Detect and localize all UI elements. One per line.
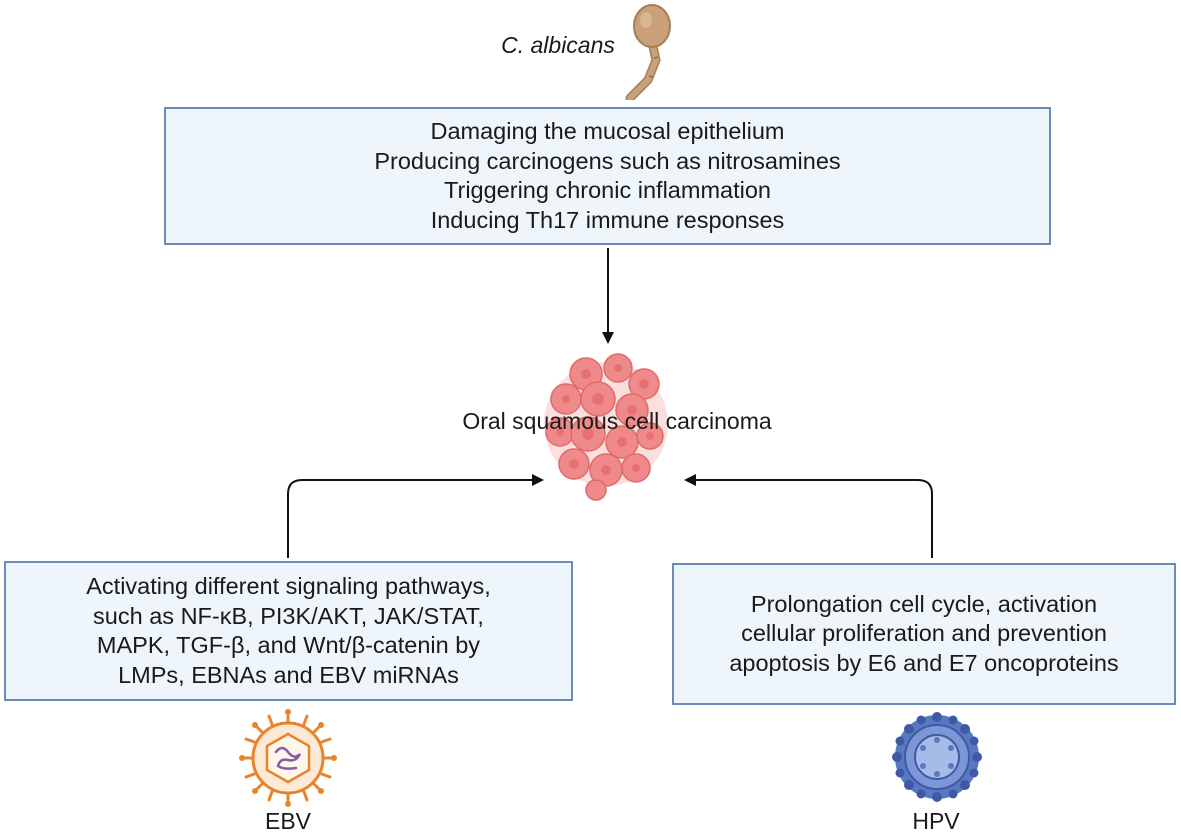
candida-effects-box: Damaging the mucosal epithelium Producin… [164,107,1051,245]
ebv-effect-line: MAPK, TGF-β, and Wnt/β-catenin by [96,632,481,658]
candida-label: C. albicans [501,32,615,58]
ebv-effect-line: such as NF-κB, PI3K/AKT, JAK/STAT, [93,602,484,629]
candida-hypha-icon [625,4,671,100]
hpv-label: HPV [912,808,960,834]
ebv-effects-box: Activating different signaling pathways,… [4,561,573,701]
hpv-effect-line: cellular proliferation and prevention [741,620,1107,647]
candida-effect-line: Inducing Th17 immune responses [430,206,785,233]
arrow-ebv-to-oscc [287,474,544,558]
oscc-label: Oral squamous cell carcinoma [462,408,772,434]
candida-effect-line: Damaging the mucosal epithelium [430,118,785,144]
hpv-effect-line: apoptosis by E6 and E7 oncoproteins [729,649,1119,676]
hpv-effect-line: Prolongation cell cycle, activation [750,590,1098,617]
candida-effect-line: Producing carcinogens such as nitrosamin… [374,147,841,174]
candida-effect-line: Triggering chronic inflammation [444,177,771,203]
arrow-hpv-to-oscc [684,474,933,558]
ebv-virus-icon [239,709,337,807]
ebv-label: EBV [264,808,312,834]
ebv-effect-line: LMPs, EBNAs and EBV miRNAs [118,661,459,688]
hpv-virus-icon [892,712,982,802]
hpv-effects-box: Prolongation cell cycle, activation cell… [672,563,1176,705]
ebv-effect-line: Activating different signaling pathways, [86,573,491,599]
tumor-cells-icon [544,353,668,501]
